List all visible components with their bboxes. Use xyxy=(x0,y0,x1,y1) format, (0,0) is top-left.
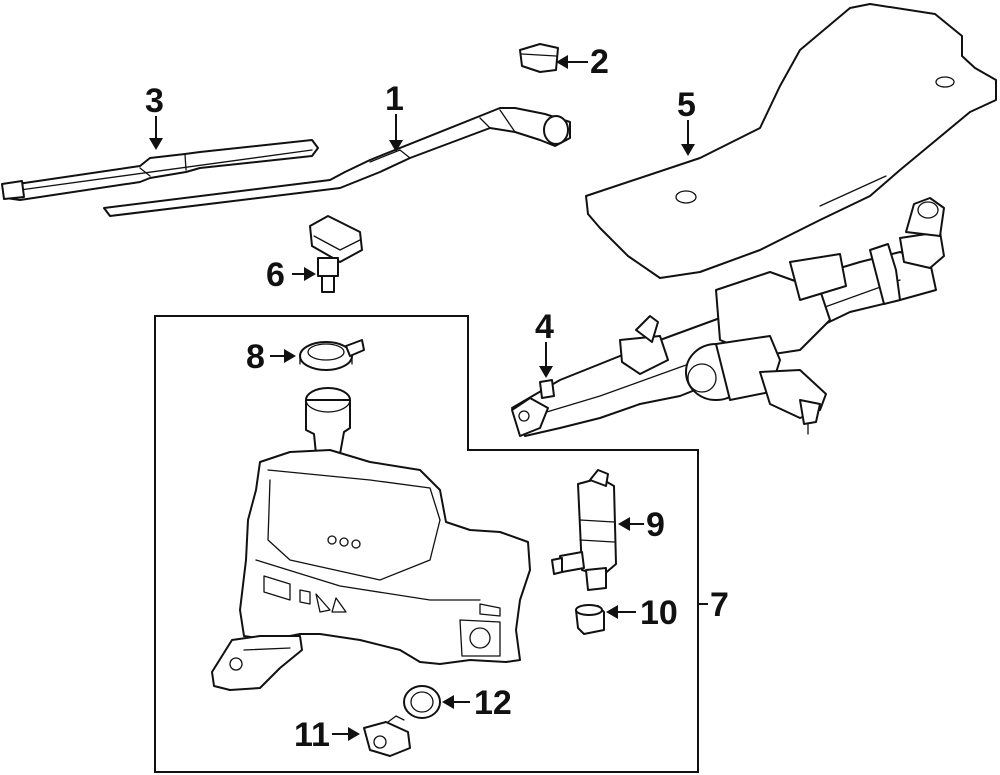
callout-7: 7 xyxy=(710,586,729,624)
callout-12: 12 xyxy=(474,684,512,722)
callout-8: 8 xyxy=(246,338,265,376)
callout-10: 10 xyxy=(640,594,678,632)
washer-nozzle xyxy=(309,215,363,293)
wiper-blade xyxy=(1,139,319,201)
washer-reservoir xyxy=(211,387,531,691)
wiper-motor-linkage xyxy=(511,197,945,437)
leader-lines xyxy=(149,55,695,741)
wiper-nut-cap xyxy=(519,43,559,73)
reservoir-assembly-frame xyxy=(154,315,708,773)
callout-1: 1 xyxy=(385,80,404,118)
cowl-cover-panel xyxy=(585,3,997,279)
callout-labels: 1 2 3 4 5 6 7 8 9 10 11 12 xyxy=(145,43,729,754)
callout-2: 2 xyxy=(590,43,609,81)
callout-5: 5 xyxy=(677,86,696,124)
callout-6: 6 xyxy=(266,256,285,294)
filler-cap xyxy=(299,339,365,371)
wiper-arm xyxy=(103,107,571,217)
pump-grommet xyxy=(575,604,605,635)
level-sensor xyxy=(363,715,411,757)
callout-9: 9 xyxy=(646,506,665,544)
seal-ring xyxy=(403,685,441,719)
callout-4: 4 xyxy=(535,308,554,346)
callout-3: 3 xyxy=(145,82,164,120)
callout-11: 11 xyxy=(294,716,330,754)
washer-pump xyxy=(551,469,617,591)
